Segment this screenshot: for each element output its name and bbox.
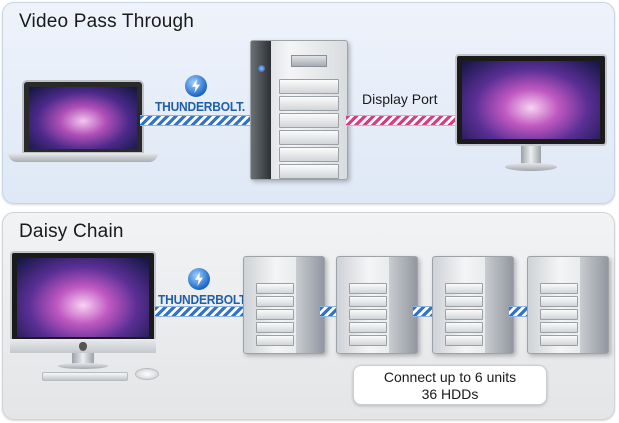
storage-unit-icon <box>243 256 325 354</box>
thunderbolt-logo: THUNDERBOLT. <box>158 268 249 308</box>
thunderbolt-logo: THUNDERBOLT. <box>155 75 246 115</box>
thunderbolt-cable <box>413 306 433 317</box>
section-title-video-pass-through: Video Pass Through <box>19 11 195 32</box>
thunderbolt-cable <box>509 306 529 317</box>
storage-unit-icon <box>432 256 514 354</box>
callout-units-text: Connect up to 6 units <box>383 369 517 385</box>
apple-icon <box>79 342 87 351</box>
mouse-icon <box>135 368 159 380</box>
monitor-icon <box>455 54 607 172</box>
thunderbolt-label: THUNDERBOLT. <box>155 99 246 115</box>
display-port-cable <box>346 115 458 126</box>
thunderbolt-cable <box>140 115 252 126</box>
thunderbolt-cable <box>320 306 338 317</box>
thunderbolt-icon <box>185 75 207 97</box>
storage-unit-icon <box>336 256 418 354</box>
storage-unit-icon <box>527 256 609 354</box>
capacity-callout: Connect up to 6 units 36 HDDs <box>353 365 547 405</box>
storage-unit-icon <box>250 40 348 180</box>
thunderbolt-cable <box>155 306 245 317</box>
callout-hdds-text: 36 HDDs <box>421 386 479 402</box>
thunderbolt-icon <box>188 268 210 290</box>
thunderbolt-label: THUNDERBOLT. <box>158 292 249 308</box>
display-port-label: Display Port <box>362 91 438 107</box>
imac-icon <box>10 251 156 369</box>
keyboard-icon <box>42 372 128 381</box>
laptop-icon <box>8 80 158 164</box>
section-title-daisy-chain: Daisy Chain <box>19 221 124 242</box>
